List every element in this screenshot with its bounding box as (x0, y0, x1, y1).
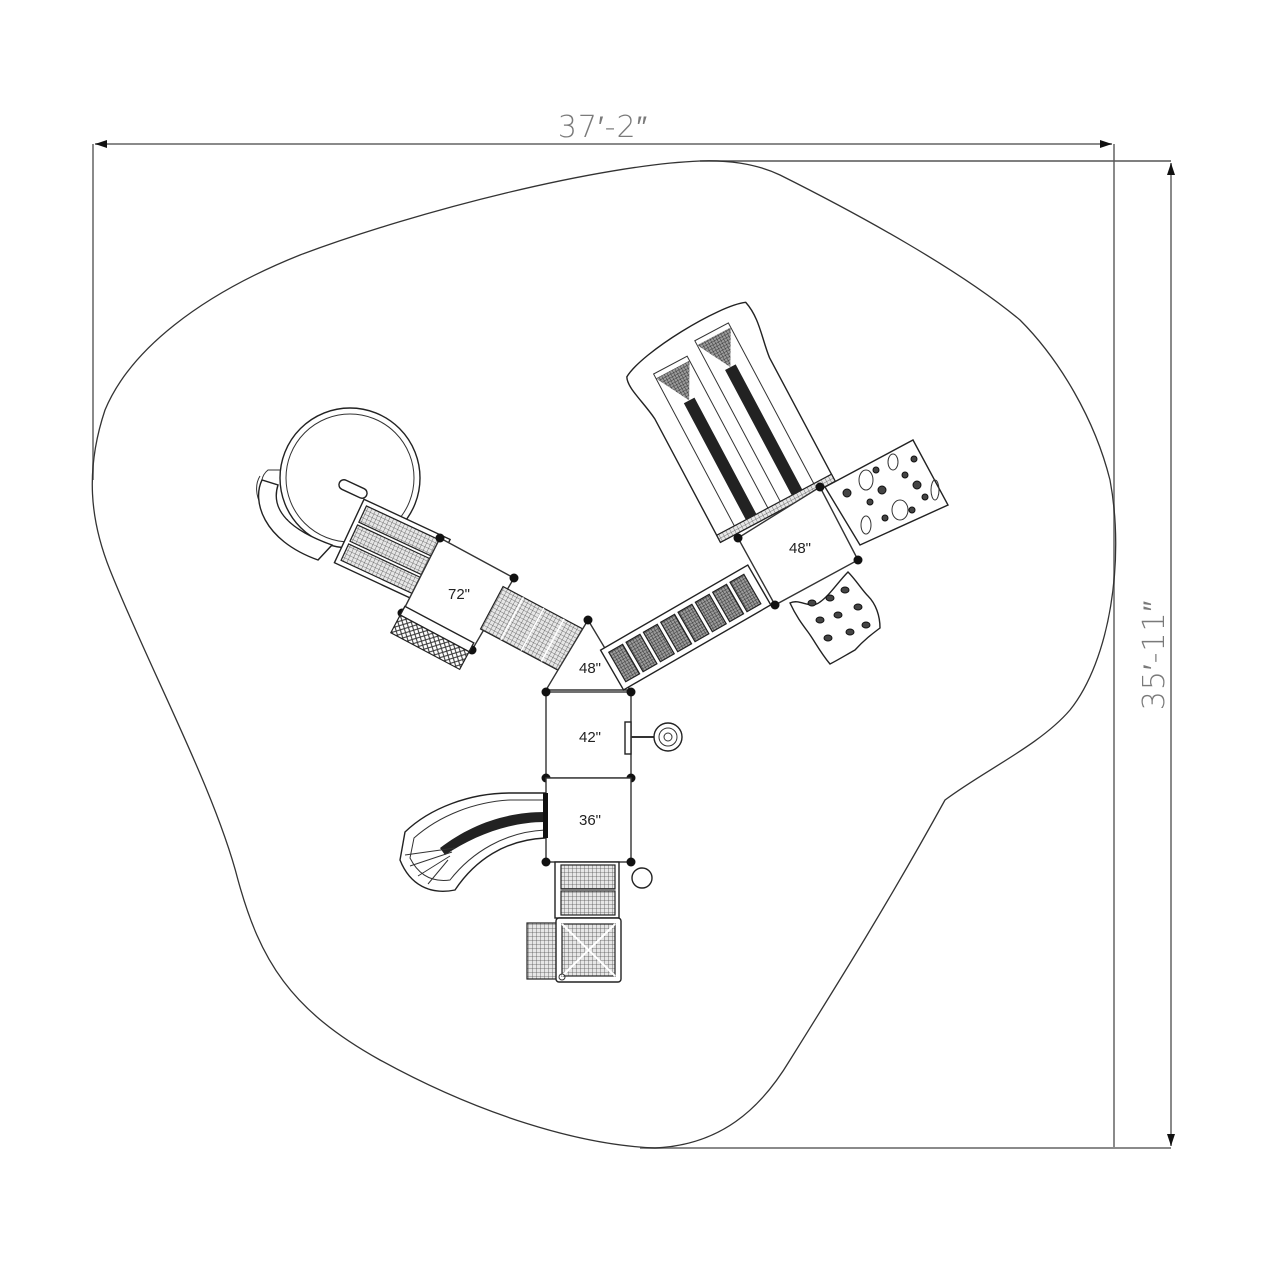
deck-height-label: 72" (448, 586, 470, 603)
deck-height-label: 42" (579, 729, 601, 746)
width-dimension-label: 37′-2″ (558, 110, 648, 145)
transfer-station (526, 917, 622, 983)
depth-dimension-label: 35′-11″ (1137, 600, 1172, 710)
curved-slide (399, 792, 548, 892)
deck-48-center: 48" (544, 615, 632, 691)
deck-height-label: 48" (789, 540, 811, 557)
step-ladder-lower (554, 861, 620, 919)
width-dimension: 37′-2″ (92, 110, 1115, 1148)
entry-post-circle (631, 867, 653, 889)
deck-height-label: 36" (579, 812, 601, 829)
depth-dimension: 35′-11″ (640, 160, 1175, 1149)
bridge-right (599, 564, 772, 691)
wavy-climber (789, 571, 881, 665)
deck-36: 36" (541, 777, 636, 867)
deck-42: 42" (541, 687, 636, 783)
double-wave-slide (626, 301, 837, 544)
crawl-net-panel (390, 605, 475, 671)
bridge-left (479, 585, 586, 673)
deck-48-right: 48" (733, 482, 863, 610)
steering-wheel-panel (624, 721, 683, 755)
use-zone-boundary (91, 160, 1117, 1149)
deck-height-label: 48" (579, 660, 601, 677)
rock-climber-wall (824, 439, 949, 546)
